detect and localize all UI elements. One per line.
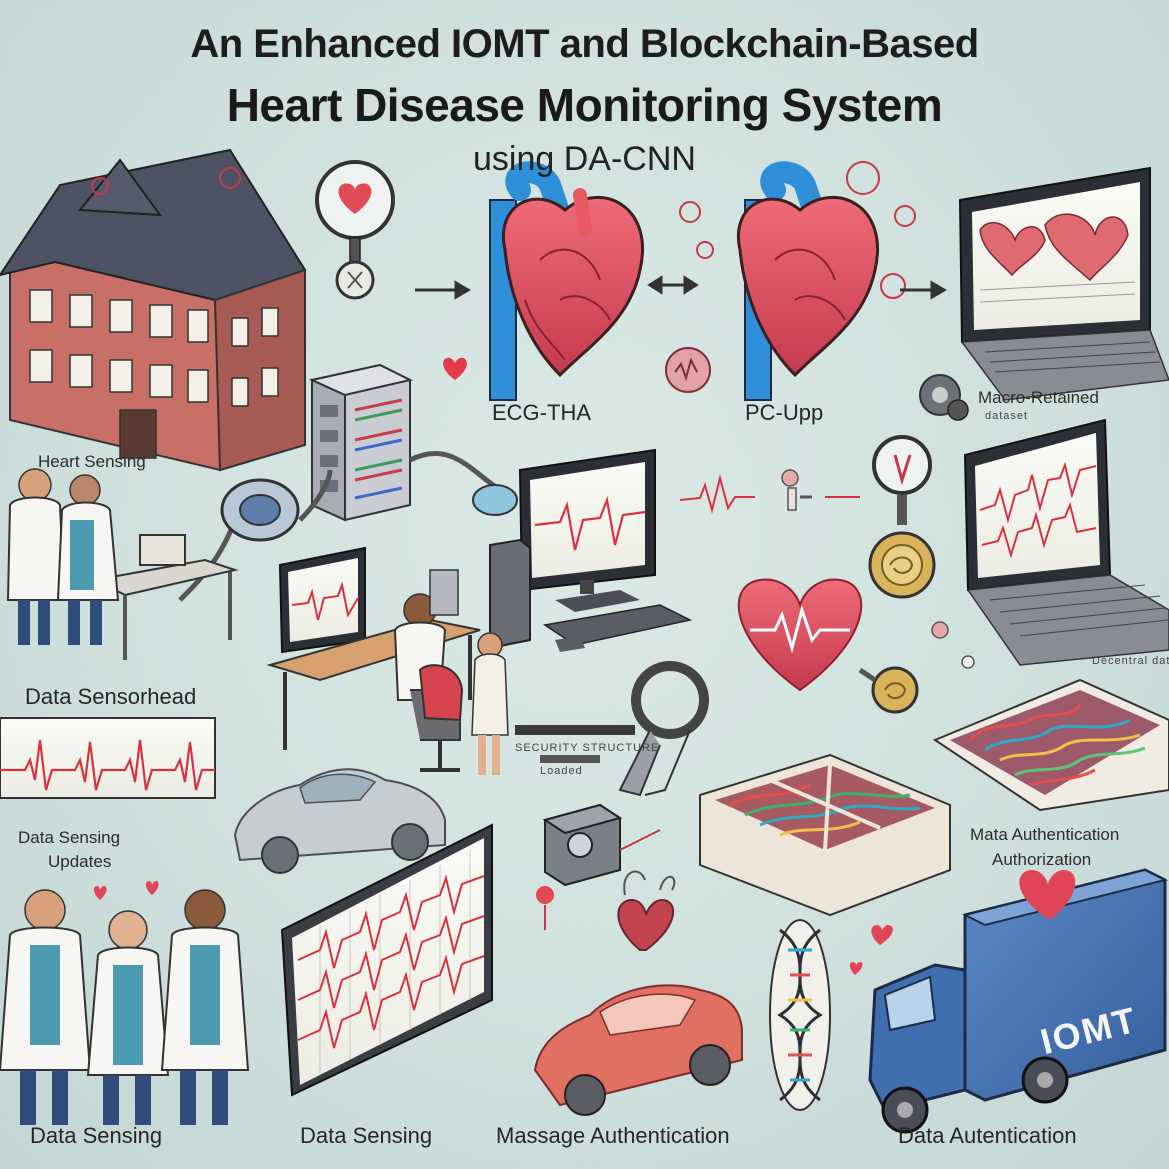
sensor-bulb-icon bbox=[665, 347, 711, 393]
big-ecg-monitor bbox=[280, 823, 493, 1097]
laptop-analysis-icon bbox=[958, 166, 1169, 401]
server-rack-icon bbox=[308, 363, 413, 522]
label-updates: Updates bbox=[48, 852, 112, 871]
pc-tower-icon bbox=[489, 538, 531, 648]
ecg-trace-mid bbox=[679, 474, 755, 514]
label-bottom-3: Massage Authentication bbox=[496, 1123, 730, 1148]
connector-dots bbox=[781, 469, 860, 511]
lock-box-icon bbox=[542, 803, 661, 887]
label-bottom-1: Data Sensing bbox=[30, 1123, 163, 1148]
label-heart-sensing: Heart Sensing bbox=[38, 452, 146, 471]
heart-ecg-icon bbox=[489, 161, 644, 401]
key-chain-icon bbox=[868, 435, 936, 599]
heartbeat-heart-icon bbox=[737, 578, 863, 692]
truck-heart-icons bbox=[849, 925, 893, 975]
label-data-sensorhead: Data Sensorhead bbox=[25, 684, 197, 709]
cable-coupler-icon bbox=[220, 478, 518, 542]
label-data-authentication: Mata Authentication bbox=[970, 825, 1120, 844]
doctor-workstation-icon bbox=[266, 546, 509, 775]
small-heart-icon bbox=[443, 357, 467, 380]
ecg-strip-left bbox=[0, 717, 216, 799]
label-side-small: Decentral data bbox=[1092, 655, 1169, 667]
label-macro-small: dataset bbox=[985, 410, 1029, 422]
security-bars bbox=[515, 725, 635, 763]
doctors-group-icon bbox=[0, 881, 250, 1125]
doctors-at-desk-icon bbox=[6, 468, 239, 660]
laptop-ecg-icon bbox=[963, 418, 1169, 666]
label-authorization: Authorization bbox=[992, 850, 1092, 869]
data-blocks-tray bbox=[699, 753, 951, 917]
car-grey-icon bbox=[233, 768, 446, 874]
sensor-probe-icon bbox=[858, 621, 975, 714]
label-bar-text-2: Loaded bbox=[540, 765, 583, 777]
hospital-building-icon bbox=[0, 148, 307, 472]
keyboard-icon bbox=[543, 604, 693, 652]
small-server-icon bbox=[429, 569, 459, 616]
magnifier-key-icon bbox=[618, 661, 709, 797]
iomt-truck-icon bbox=[868, 868, 1168, 1134]
heart-pc-icon bbox=[737, 161, 879, 401]
title-line-2: Heart Disease Monitoring System bbox=[226, 79, 943, 131]
dna-helix-icon bbox=[769, 919, 831, 1111]
label-ecg-tha: ECG-THA bbox=[492, 400, 591, 425]
title-line-1: An Enhanced IOMT and Blockchain-Based bbox=[190, 22, 979, 66]
data-mosaic-panel bbox=[932, 678, 1169, 812]
magnifier-heart-icon bbox=[315, 160, 395, 300]
label-macro-retained: Macro-Retained bbox=[978, 388, 1099, 407]
heart-sprout-icon bbox=[536, 870, 676, 951]
label-bottom-2: Data Sensing bbox=[300, 1123, 433, 1148]
label-pc-upp: PC-Upp bbox=[745, 400, 824, 425]
floating-heart-icons bbox=[91, 161, 916, 299]
flow-arrows bbox=[415, 275, 947, 300]
label-bar-text: SECURITY STRUCTURE bbox=[515, 742, 660, 754]
title-line-3: using DA-CNN bbox=[473, 140, 696, 178]
gear-cluster-icon bbox=[919, 374, 969, 421]
car-red-icon bbox=[533, 984, 743, 1116]
label-data-sensing-1: Data Sensing bbox=[18, 828, 121, 847]
ecg-monitor-center bbox=[518, 448, 656, 612]
label-bottom-4: Data Autentication bbox=[898, 1123, 1077, 1148]
